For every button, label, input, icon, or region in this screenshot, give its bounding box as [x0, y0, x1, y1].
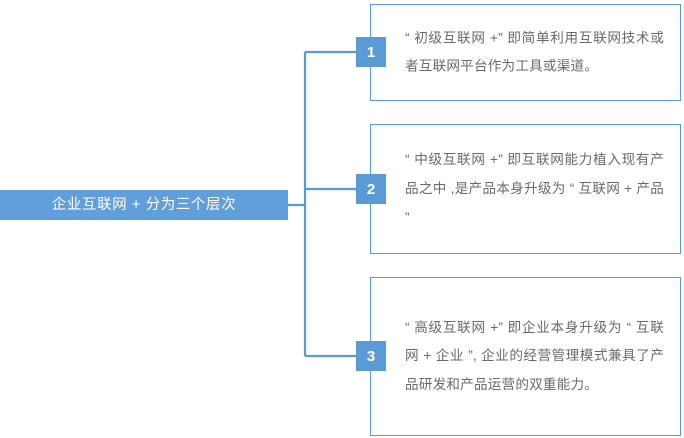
- branch-number-badge-3-label: 3: [366, 347, 376, 365]
- branch-number-badge-1-label: 1: [366, 43, 376, 61]
- root-node-label: 企业互联网 + 分为三个层次: [51, 196, 237, 213]
- branch-number-badge-2-label: 2: [366, 180, 376, 198]
- branch-card-2-text: “ 中级互联网 +” 即互联网能力植入现有产品之中 ,是产品本身升级为 “ 互联…: [405, 151, 664, 225]
- branch-number-badge-1: 1: [356, 37, 386, 67]
- root-node[interactable]: 企业互联网 + 分为三个层次: [0, 190, 288, 220]
- branch-card-1-text: “ 初级互联网 +” 即简单利用互联网技术或者互联网平台作为工具或渠道。: [405, 29, 664, 74]
- branch-card-3[interactable]: “ 高级互联网 +” 即企业本身升级为 “ 互联网 + 企业 ”, 企业的经营管…: [370, 277, 681, 436]
- branch-number-badge-2: 2: [356, 174, 386, 204]
- branch-number-badge-3: 3: [356, 341, 386, 371]
- branch-card-1[interactable]: “ 初级互联网 +” 即简单利用互联网技术或者互联网平台作为工具或渠道。: [370, 4, 681, 101]
- branch-card-2[interactable]: “ 中级互联网 +” 即互联网能力植入现有产品之中 ,是产品本身升级为 “ 互联…: [370, 124, 681, 254]
- branch-card-3-text: “ 高级互联网 +” 即企业本身升级为 “ 互联网 + 企业 ”, 企业的经营管…: [405, 319, 664, 392]
